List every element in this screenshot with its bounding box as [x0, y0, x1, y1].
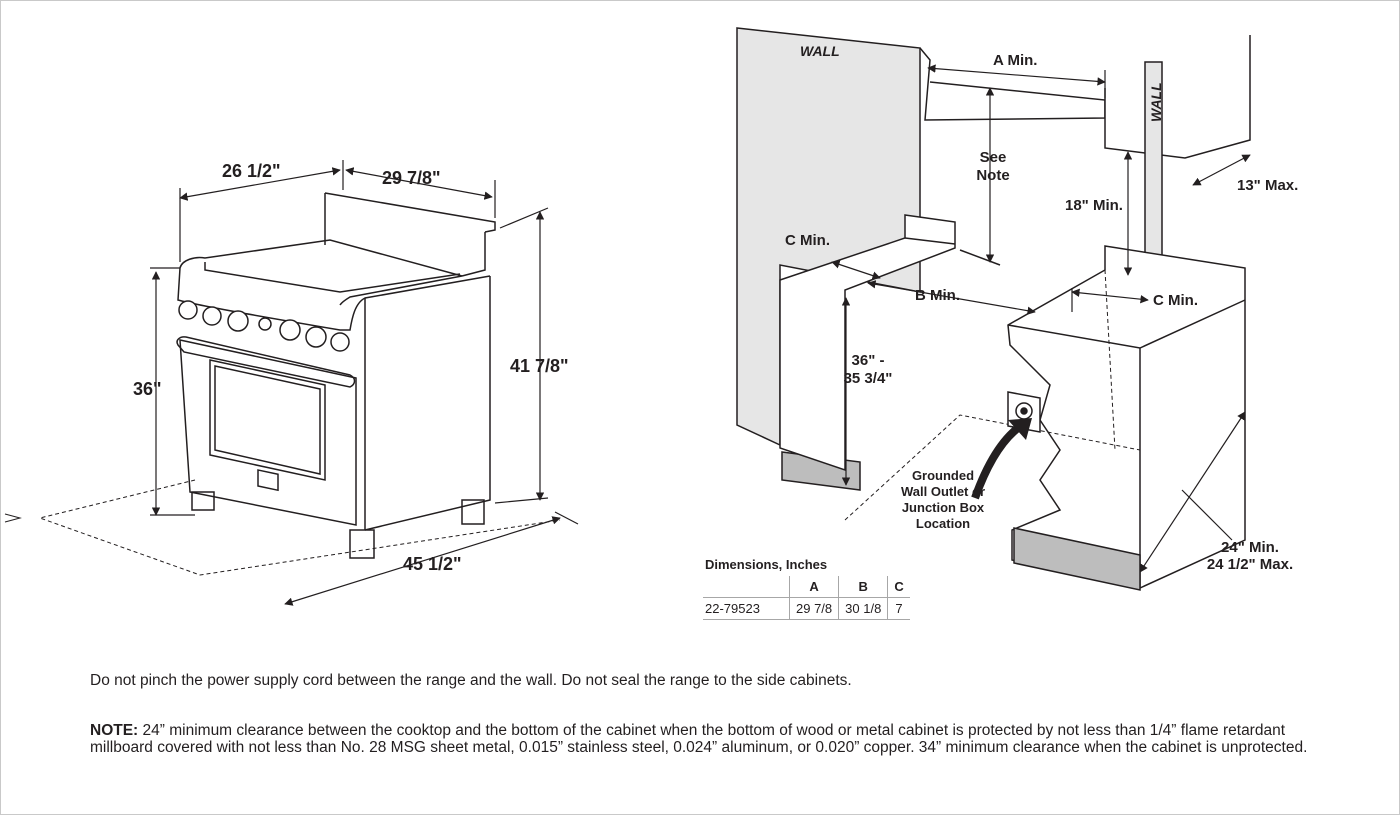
outlet-label-line3: Junction Box	[902, 500, 985, 515]
wall-left-label: WALL	[800, 43, 840, 59]
table-row: 22-79523 29 7/8 30 1/8 7	[703, 597, 910, 620]
table-cell-b: 30 1/8	[838, 597, 889, 620]
see-note-label-line2: Note	[976, 167, 1009, 184]
wall-right-label: WALL	[1148, 82, 1164, 122]
upper-cabinets	[919, 35, 1251, 159]
c-min-right-label: C Min.	[1153, 292, 1198, 309]
depth-label-line2: 24 1/2" Max.	[1207, 556, 1293, 573]
18-min-label: 18" Min.	[1065, 197, 1123, 214]
counter-height-line1: 36" -	[852, 352, 885, 369]
table-header-row: A B C	[703, 576, 910, 598]
outlet-label-line1: Grounded	[912, 468, 974, 483]
table-header-a: A	[788, 576, 840, 598]
outlet-label-line4: Location	[916, 516, 970, 531]
table-cell-a: 29 7/8	[788, 597, 840, 620]
note-text: 24” minimum clearance between the cookto…	[90, 722, 1308, 756]
table-header-blank	[703, 576, 790, 598]
dim-depth-label: 29 7/8"	[382, 168, 441, 188]
range-dimension-diagram: 26 1/2" 29 7/8" 36" 41 7/8" 45 1/2"	[4, 160, 579, 606]
dim-door-open-label: 45 1/2"	[403, 554, 462, 574]
13-max-label: 13" Max.	[1237, 177, 1298, 194]
dim-width-label: 26 1/2"	[222, 161, 281, 181]
dim-height-label: 36"	[133, 379, 162, 399]
depth-label-line1: 24" Min.	[1221, 539, 1279, 556]
install-dimension-lines	[831, 64, 1251, 573]
table-header-c: C	[887, 576, 910, 598]
table-header-b: B	[838, 576, 889, 598]
counter-height-line2: 35 3/4"	[844, 370, 893, 387]
outlet-label-line2: Wall Outlet or	[901, 484, 985, 499]
see-note-label-line1: See	[980, 149, 1007, 166]
range-dimension-lines	[150, 160, 579, 606]
warning-paragraph: Do not pinch the power supply cord betwe…	[90, 672, 852, 689]
range-knobs	[178, 300, 350, 352]
table-cell-c: 7	[887, 597, 910, 620]
dim-total-height-label: 41 7/8"	[510, 356, 569, 376]
a-min-label: A Min.	[993, 52, 1037, 69]
b-min-label: B Min.	[915, 287, 960, 304]
outlet-pointer-arrow	[971, 421, 1025, 500]
dimensions-table-caption: Dimensions, Inches	[705, 557, 828, 572]
installation-clearance-diagram: WALL WALL A Min. See Note C Min. B Min. …	[736, 27, 1298, 591]
note-paragraph: NOTE: 24” minimum clearance between the …	[90, 722, 1320, 756]
dimensions-table: Dimensions, Inches A B C 22-79523 29 7/8…	[703, 557, 910, 620]
note-label: NOTE:	[90, 722, 139, 739]
table-cell-model: 22-79523	[703, 597, 790, 620]
c-min-left-label: C Min.	[785, 232, 830, 249]
